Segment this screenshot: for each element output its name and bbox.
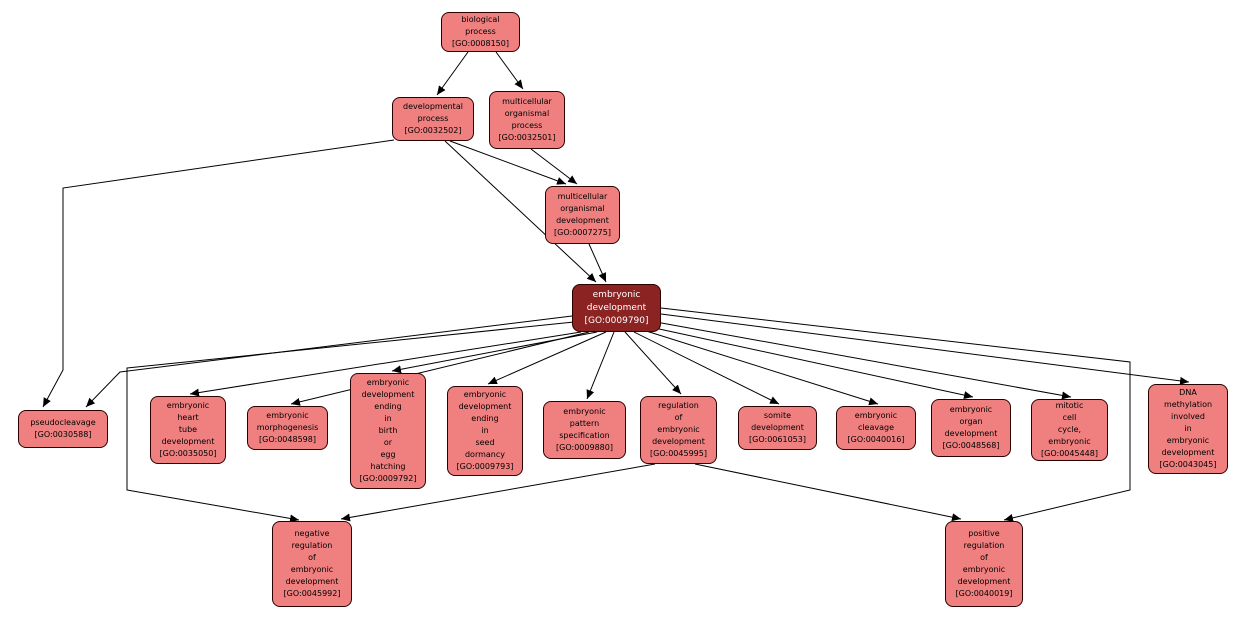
node-label: DNA methylation involved in embryonic de…: [1159, 388, 1217, 469]
edge: [126, 321, 575, 523]
node-embryonic-cleavage[interactable]: embryonic cleavage [GO:0040016]: [836, 406, 916, 450]
node-multicellular-organismal-development[interactable]: multicellular organismal development [GO…: [545, 186, 620, 244]
node-embryonic-organ-development[interactable]: embryonic organ development [GO:0048568]: [931, 399, 1011, 457]
node-label: embryonic development ending in seed dor…: [456, 390, 514, 471]
node-label: embryonic development ending in birth or…: [359, 378, 417, 483]
edge: [340, 463, 656, 522]
node-embryonic-pattern-specification[interactable]: embryonic pattern specification [GO:0009…: [543, 401, 626, 459]
node-biological-process[interactable]: biological process [GO:0008150]: [441, 12, 520, 52]
edge: [495, 51, 524, 90]
node-label: pseudocleavage [GO:0030588]: [30, 418, 96, 439]
node-label: embryonic organ development [GO:0048568]: [942, 405, 1000, 450]
edge: [588, 243, 607, 283]
node-positive-regulation-of-embryonic-development[interactable]: positive regulation of embryonic develop…: [945, 521, 1023, 607]
node-label: regulation of embryonic development [GO:…: [650, 401, 707, 458]
edge: [391, 331, 598, 374]
node-regulation-of-embryonic-development[interactable]: regulation of embryonic development [GO:…: [640, 396, 717, 464]
edge: [189, 331, 582, 397]
node-embryonic-morphogenesis[interactable]: embryonic morphogenesis [GO:0048598]: [247, 406, 328, 450]
edge: [655, 321, 1072, 400]
edge: [530, 148, 578, 185]
node-developmental-process[interactable]: developmental process [GO:0032502]: [392, 97, 474, 141]
node-label: positive regulation of embryonic develop…: [955, 529, 1013, 598]
node-label: mitotic cell cycle, embryonic [GO:004544…: [1041, 401, 1098, 458]
node-label: embryonic morphogenesis [GO:0048598]: [256, 411, 319, 444]
node-pseudocleavage[interactable]: pseudocleavage [GO:0030588]: [18, 410, 108, 448]
node-label: multicellular organismal process [GO:003…: [498, 97, 556, 142]
node-embryonic-development-selected[interactable]: embryonic development [GO:0009790]: [572, 284, 661, 332]
edge: [444, 140, 597, 283]
node-label: multicellular organismal development [GO…: [554, 192, 611, 237]
edge: [436, 51, 469, 96]
node-dna-methylation-involved-in-embryonic-development[interactable]: DNA methylation involved in embryonic de…: [1148, 384, 1228, 474]
edge: [660, 313, 1190, 385]
node-label: biological process [GO:0008150]: [452, 15, 509, 48]
node-label: embryonic pattern specification [GO:0009…: [556, 407, 613, 452]
edge: [42, 139, 395, 408]
edge: [694, 463, 962, 522]
edge: [85, 315, 573, 408]
node-label: embryonic cleavage [GO:0040016]: [847, 411, 905, 444]
node-label: embryonic heart tube development [GO:003…: [159, 401, 217, 458]
node-label: negative regulation of embryonic develop…: [283, 529, 341, 598]
node-somite-development[interactable]: somite development [GO:0061053]: [738, 406, 817, 450]
edge: [660, 307, 1131, 522]
node-negative-regulation-of-embryonic-development[interactable]: negative regulation of embryonic develop…: [272, 521, 352, 607]
node-multicellular-organismal-process[interactable]: multicellular organismal process [GO:003…: [489, 91, 565, 149]
node-mitotic-cell-cycle-embryonic[interactable]: mitotic cell cycle, embryonic [GO:004544…: [1031, 399, 1108, 461]
node-label: developmental process [GO:0032502]: [403, 102, 463, 135]
edge: [586, 331, 615, 400]
node-embryonic-development-ending-in-birth-or-egg-hatching[interactable]: embryonic development ending in birth or…: [350, 373, 426, 489]
node-label: somite development [GO:0061053]: [749, 411, 806, 444]
node-label: embryonic development [GO:0009790]: [584, 289, 649, 326]
edge: [633, 331, 780, 405]
node-embryonic-heart-tube-development[interactable]: embryonic heart tube development [GO:003…: [150, 396, 226, 464]
edge: [642, 329, 879, 406]
node-embryonic-development-ending-in-seed-dormancy[interactable]: embryonic development ending in seed dor…: [447, 386, 523, 476]
edge: [290, 331, 590, 406]
edge: [649, 326, 974, 400]
edge: [449, 140, 567, 185]
edge: [624, 331, 682, 395]
edge: [487, 331, 607, 385]
